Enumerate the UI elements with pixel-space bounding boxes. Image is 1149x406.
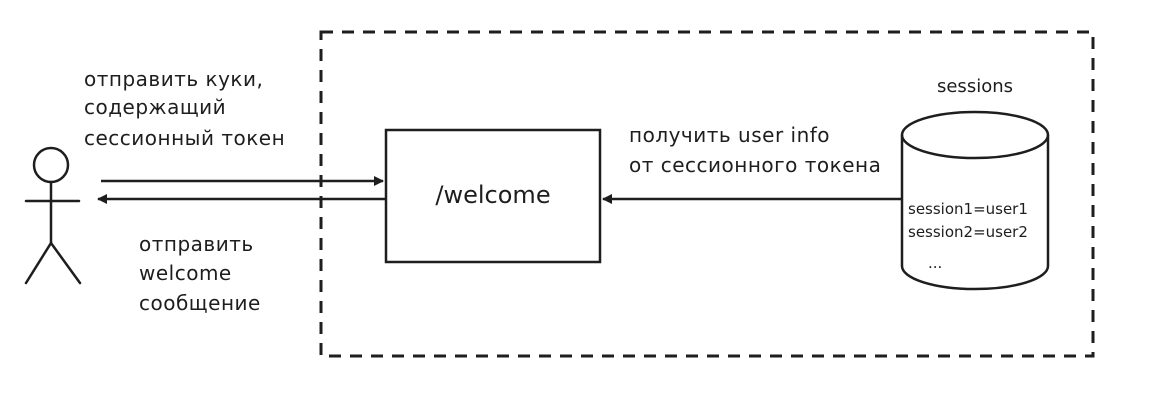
- request-label-line: содержащий: [84, 95, 226, 119]
- session-record: session2=user2: [908, 223, 1028, 241]
- session-record: session1=user1: [908, 200, 1028, 218]
- session-record: ...: [928, 254, 942, 272]
- response-label-line: отправить: [139, 232, 254, 256]
- request-label: отправить куки, содержащий сессионный то…: [84, 67, 285, 150]
- welcome-service-box: [384, 128, 602, 264]
- response-label-line: welcome: [139, 261, 232, 285]
- system-boundary: [319, 30, 1095, 358]
- response-label: отправить welcome сообщение: [139, 232, 261, 315]
- lookup-label-line: от сессионного токена: [629, 153, 881, 177]
- lookup-label: получить user info от сессионного токена: [629, 123, 881, 177]
- user-actor-icon: [24, 146, 82, 285]
- welcome-service-label: /welcome: [435, 181, 550, 209]
- request-label-line: отправить куки,: [84, 67, 263, 91]
- sessions-database-icon: [900, 110, 1050, 291]
- lookup-label-line: получить user info: [629, 123, 830, 147]
- response-label-line: сообщение: [139, 291, 261, 315]
- sessions-database-title: sessions: [937, 76, 1013, 97]
- request-label-line: сессионный токен: [84, 126, 285, 150]
- sessions-records: session1=user1 session2=user2 ...: [908, 200, 1033, 272]
